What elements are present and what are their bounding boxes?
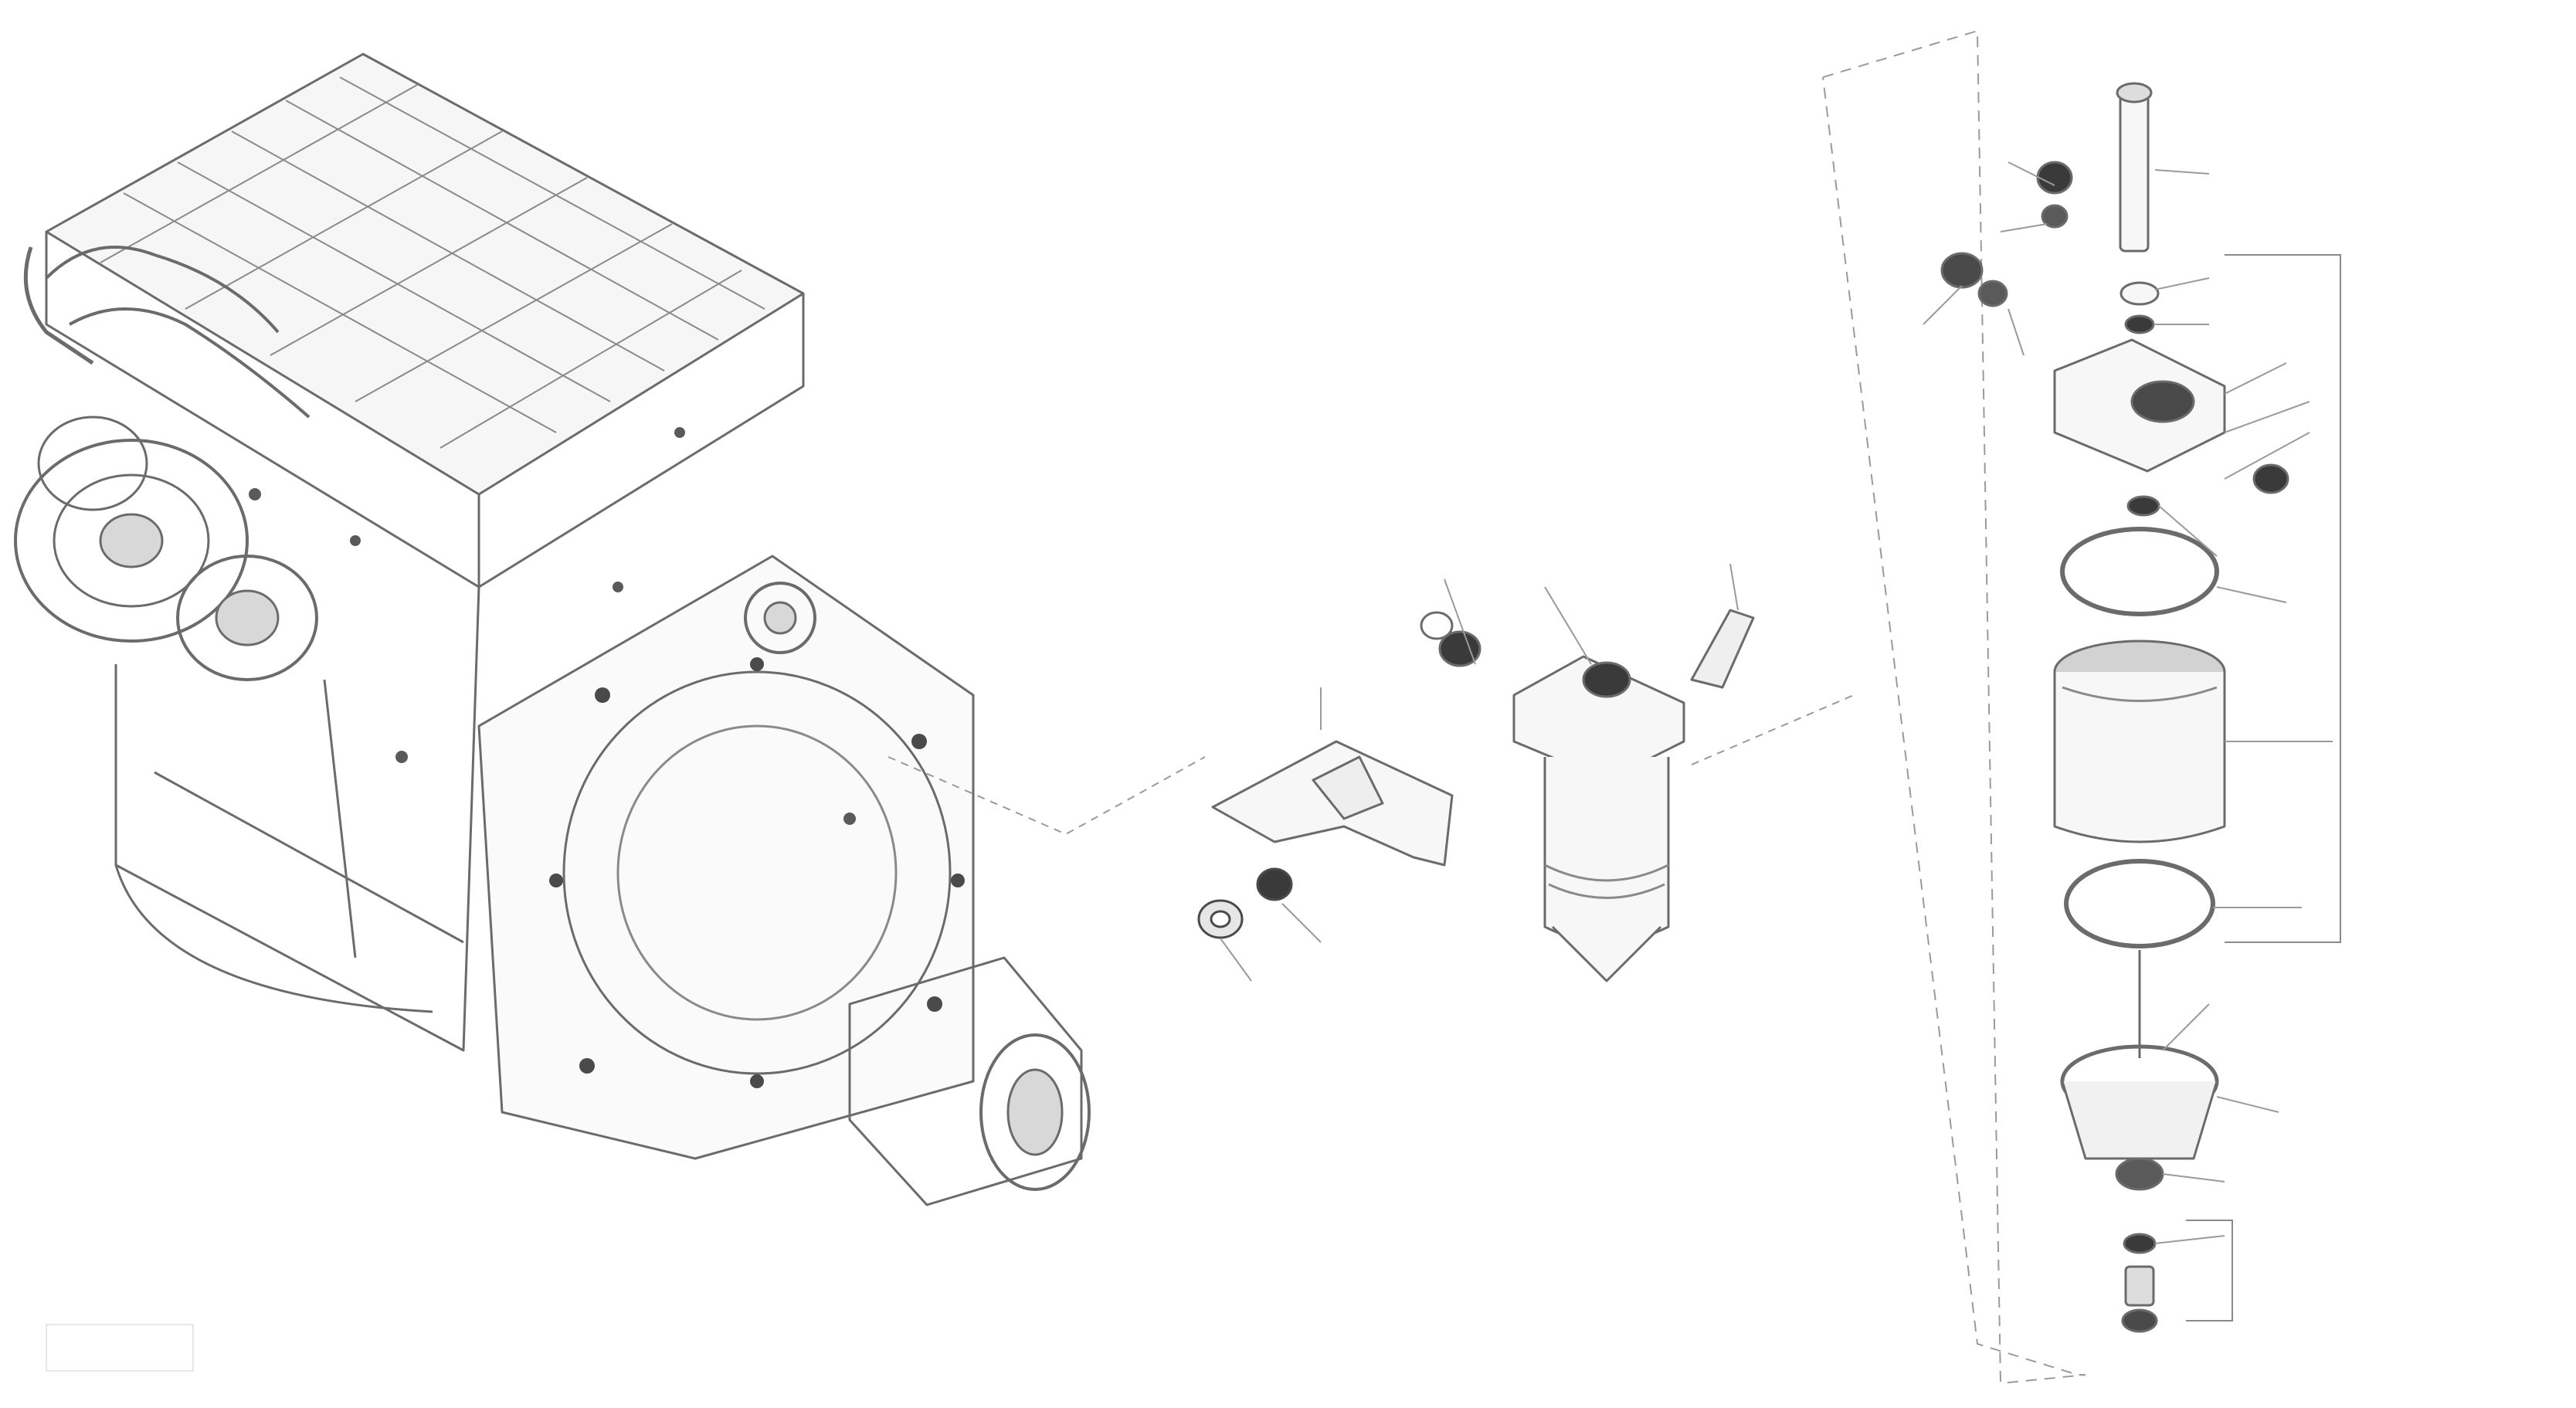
detail-frame xyxy=(1822,29,2086,1383)
drawing-reference-stamp xyxy=(46,1324,194,1372)
mounting-bracket xyxy=(1211,740,1454,867)
engine-assembly xyxy=(14,53,1091,1206)
callout-leaders xyxy=(1220,161,2333,1244)
filter-to-detail-leader xyxy=(1691,694,1855,765)
fuel-filter-assembled xyxy=(1420,609,1755,982)
part-group-brackets xyxy=(2186,254,2341,1321)
filter-exploded-parts xyxy=(1940,82,2289,1333)
bracket-nuts xyxy=(1197,867,1293,939)
